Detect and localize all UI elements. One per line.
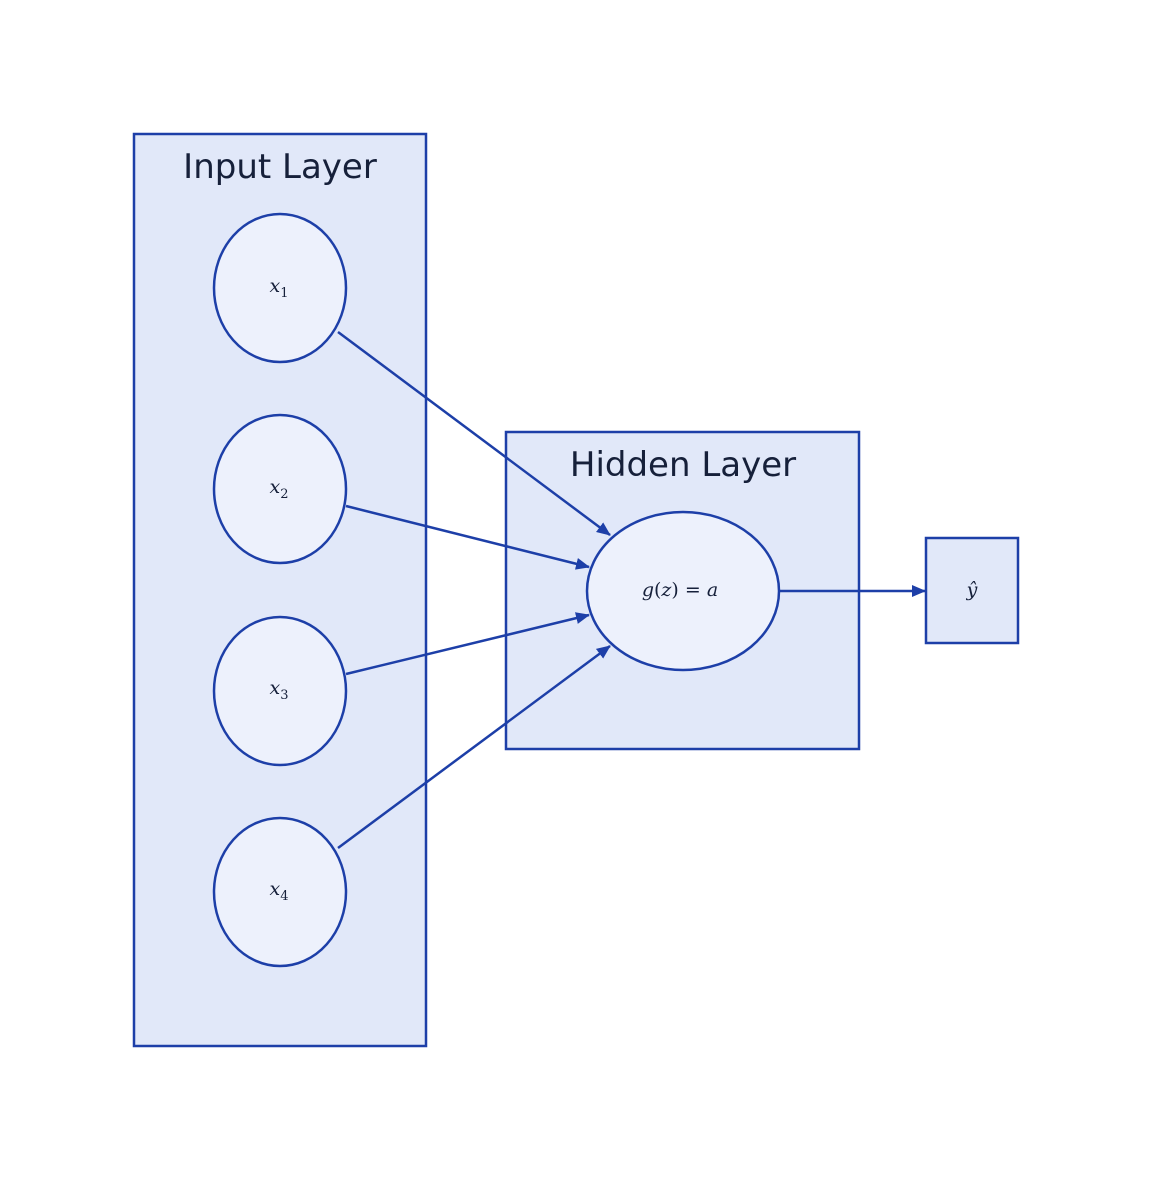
input-node-label: x3	[270, 677, 289, 703]
input-node-label: x2	[270, 476, 289, 502]
hidden-node-shape	[585, 510, 781, 672]
input-node-4: x4	[212, 816, 348, 968]
hidden-node: g(z) = a	[585, 510, 781, 672]
output-node: ŷ	[924, 536, 1020, 645]
input-node-shape	[212, 816, 348, 968]
input-node-2: x2	[212, 413, 348, 565]
input-node-1: x1	[212, 212, 348, 364]
input-node-shape	[212, 212, 348, 364]
hidden-layer-title: Hidden Layer	[570, 445, 796, 485]
input-layer-title: Input Layer	[183, 147, 377, 187]
input-node-shape	[212, 615, 348, 767]
edge-x2-to-hidden	[345, 504, 590, 570]
input-node-label: x1	[270, 275, 289, 301]
output-node-box	[924, 536, 1020, 645]
edges	[337, 330, 926, 850]
input-node-label: x4	[270, 878, 289, 904]
edge-x1-to-hidden	[337, 330, 611, 537]
input-node-3: x3	[212, 615, 348, 767]
edge-x3-to-hidden	[345, 612, 590, 676]
edge-x4-to-hidden	[337, 644, 611, 850]
activation-formula: g(z) = a	[642, 579, 718, 601]
output-label: ŷ	[966, 579, 978, 601]
input-node-shape	[212, 413, 348, 565]
